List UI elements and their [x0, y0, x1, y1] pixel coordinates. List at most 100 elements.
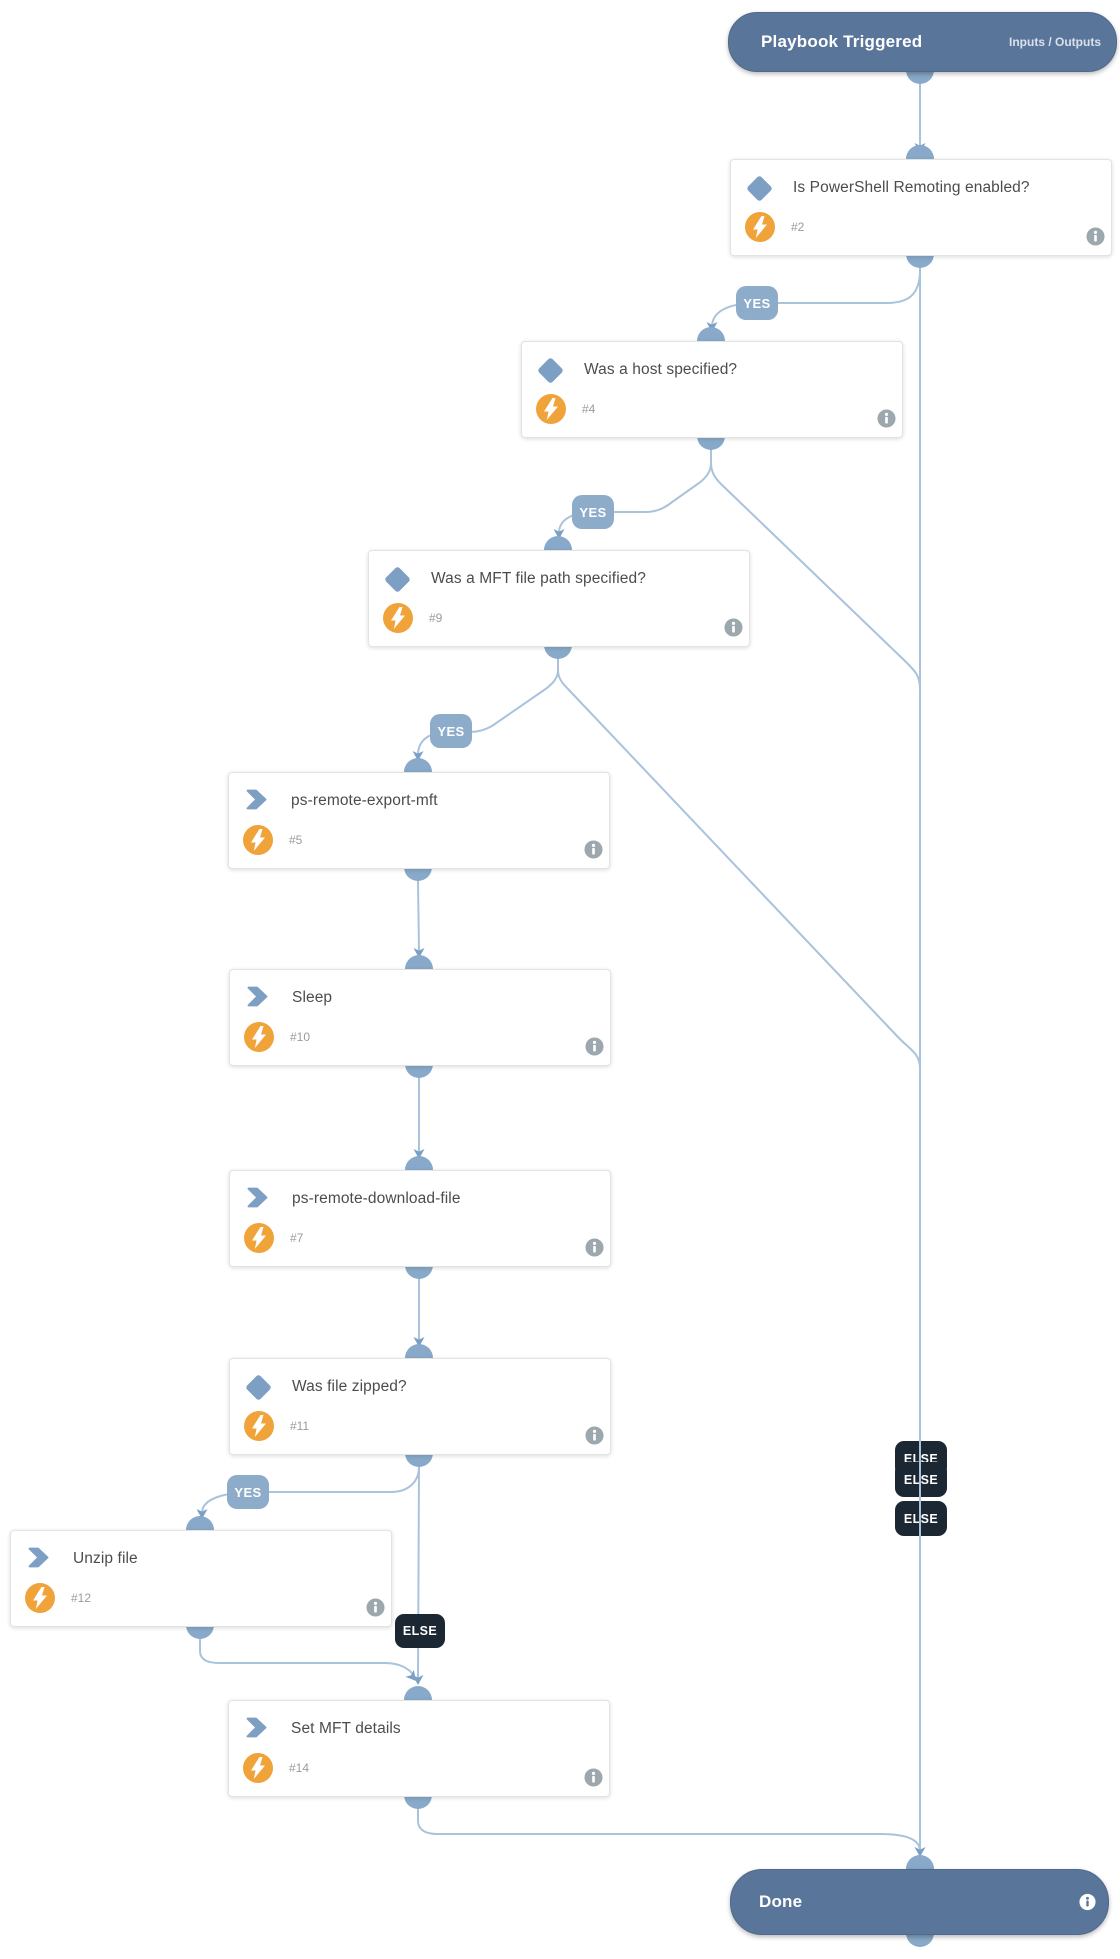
connector-port[interactable]	[405, 1156, 433, 1170]
info-icon[interactable]	[1079, 1893, 1096, 1911]
arrowhead	[914, 1847, 926, 1857]
connector-port[interactable]	[906, 145, 934, 159]
connector-port[interactable]	[544, 645, 572, 659]
node-title: Was a host specified?	[584, 361, 738, 378]
node-2-is-powershell-remoting-enabled[interactable]: Is PowerShell Remoting enabled? #2	[730, 159, 1112, 256]
chevron-right-icon	[245, 1716, 268, 1739]
node-number: #14	[289, 1761, 310, 1775]
yes-branch-badge[interactable]: YES	[430, 714, 472, 748]
connector-port[interactable]	[697, 327, 725, 341]
node-title: Was a MFT file path specified?	[431, 570, 646, 587]
connector-port[interactable]	[405, 1453, 433, 1467]
lightning-bolt-icon	[383, 603, 413, 633]
chevron-right-icon	[27, 1546, 50, 1569]
chevron-right-icon	[246, 1186, 269, 1209]
node-title: Set MFT details	[291, 1720, 401, 1737]
lightning-bolt-icon	[25, 1583, 55, 1613]
yes-branch-badge[interactable]: YES	[736, 286, 778, 320]
connector-port[interactable]	[697, 436, 725, 450]
connector-port[interactable]	[186, 1516, 214, 1530]
edge-4-else	[710, 449, 921, 691]
info-icon[interactable]	[585, 1238, 604, 1257]
arrowhead	[405, 1669, 416, 1681]
node-number: #10	[290, 1030, 311, 1044]
info-icon[interactable]	[366, 1598, 385, 1617]
lightning-bolt-icon	[536, 394, 566, 424]
connector-port[interactable]	[405, 1265, 433, 1279]
node-title: Sleep	[292, 989, 333, 1006]
connector-port[interactable]	[405, 1344, 433, 1358]
node-number: #5	[289, 833, 303, 847]
info-icon[interactable]	[877, 409, 896, 428]
playbook-start-node[interactable]: Playbook Triggered Inputs / Outputs	[728, 12, 1117, 72]
connector-port[interactable]	[906, 1933, 934, 1947]
lightning-bolt-icon	[243, 825, 273, 855]
info-icon[interactable]	[585, 1037, 604, 1056]
decision-diamond-icon	[537, 357, 564, 384]
decision-diamond-icon	[746, 175, 773, 202]
chevron-right-icon	[245, 788, 268, 811]
connector-port[interactable]	[404, 867, 432, 881]
arrowhead	[706, 322, 718, 332]
node-12-unzip-file[interactable]: Unzip file #12	[10, 1530, 392, 1627]
node-number: #9	[429, 611, 443, 625]
edge-14-to-done	[417, 1808, 921, 1852]
info-icon[interactable]	[584, 840, 603, 859]
else-branch-badge[interactable]: ELSE	[395, 1614, 445, 1648]
node-10-sleep[interactable]: Sleep #10	[229, 969, 611, 1066]
arrowhead	[413, 1337, 425, 1347]
edge-9-else	[557, 658, 921, 1069]
node-title: Is PowerShell Remoting enabled?	[793, 179, 1030, 196]
info-icon[interactable]	[1086, 227, 1105, 246]
info-icon[interactable]	[584, 1768, 603, 1787]
node-number: #7	[290, 1231, 304, 1245]
node-9-was-a-mft-file-path-specified[interactable]: Was a MFT file path specified? #9	[368, 550, 750, 647]
arrowhead	[413, 948, 425, 958]
node-7-ps-remote-download-file[interactable]: ps-remote-download-file #7	[229, 1170, 611, 1267]
arrowhead	[413, 1149, 425, 1159]
arrowhead	[196, 1509, 208, 1519]
node-number: #11	[290, 1419, 310, 1433]
node-number: #12	[71, 1591, 92, 1605]
arrowhead	[553, 529, 565, 539]
connector-port[interactable]	[906, 254, 934, 268]
connector-port[interactable]	[186, 1625, 214, 1639]
connector-port[interactable]	[906, 1855, 934, 1869]
lightning-bolt-icon	[244, 1022, 274, 1052]
connector-port[interactable]	[404, 1686, 432, 1700]
edge-12-to-14	[199, 1638, 415, 1677]
chevron-right-icon	[246, 985, 269, 1008]
lightning-bolt-icon	[243, 1753, 273, 1783]
node-title: Was file zipped?	[292, 1378, 407, 1395]
edge-5-to-10	[417, 880, 420, 953]
yes-branch-badge[interactable]: YES	[572, 495, 614, 529]
lightning-bolt-icon	[244, 1411, 274, 1441]
edge-9-yes	[417, 658, 559, 756]
node-4-was-a-host-specified[interactable]: Was a host specified? #4	[521, 341, 903, 438]
connector-port[interactable]	[404, 1795, 432, 1809]
connector-port[interactable]	[405, 1064, 433, 1078]
decision-diamond-icon	[384, 566, 411, 593]
node-14-set-mft-details[interactable]: Set MFT details #14	[228, 1700, 610, 1797]
node-11-was-file-zipped[interactable]: Was file zipped? #11	[229, 1358, 611, 1455]
info-icon[interactable]	[724, 618, 743, 637]
decision-diamond-icon	[245, 1374, 272, 1401]
node-number: #2	[791, 220, 805, 234]
node-number: #4	[582, 402, 596, 416]
connector-port[interactable]	[405, 955, 433, 969]
inputs-outputs-link[interactable]: Inputs / Outputs	[1009, 35, 1101, 49]
connector-port[interactable]	[544, 536, 572, 550]
start-title: Playbook Triggered	[761, 32, 923, 51]
node-5-ps-remote-export-mft[interactable]: ps-remote-export-mft #5	[228, 772, 610, 869]
lightning-bolt-icon	[244, 1223, 274, 1253]
yes-branch-badge[interactable]: YES	[227, 1475, 269, 1509]
lightning-bolt-icon	[745, 212, 775, 242]
connector-port[interactable]	[906, 70, 934, 84]
connector-port[interactable]	[404, 758, 432, 772]
node-title: Unzip file	[73, 1550, 138, 1567]
arrowhead	[412, 751, 424, 761]
playbook-end-node[interactable]: Done	[730, 1869, 1109, 1935]
info-icon[interactable]	[585, 1426, 604, 1445]
node-title: ps-remote-download-file	[292, 1190, 461, 1207]
